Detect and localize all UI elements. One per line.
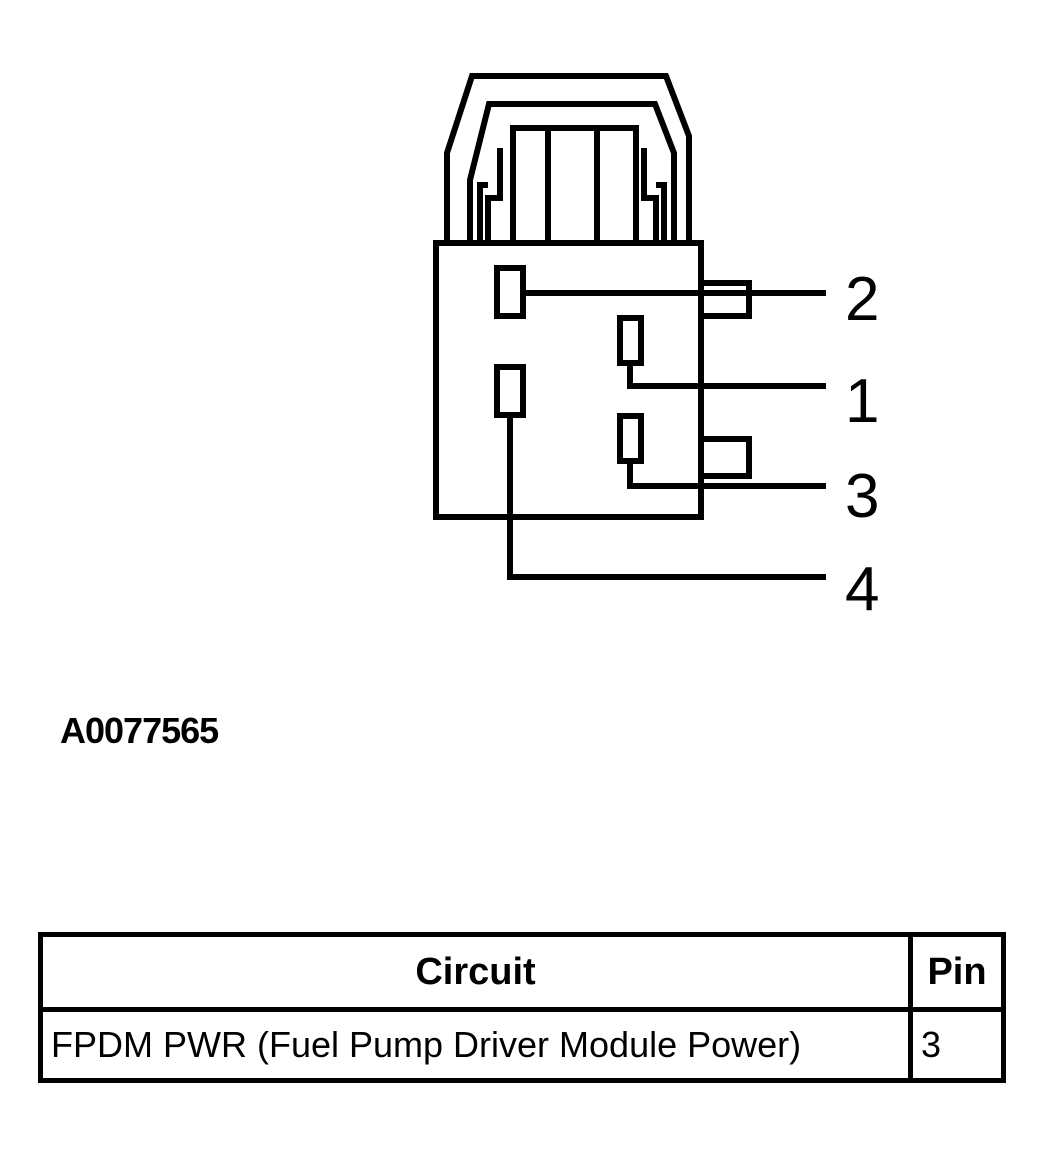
circuit-table: Circuit Pin FPDM PWR (Fuel Pump Driver M…	[38, 932, 1006, 1083]
pin-1-leader	[627, 363, 826, 389]
leader-lines	[507, 290, 826, 580]
pin-cavities	[494, 265, 644, 464]
pin-1-cavity	[617, 315, 644, 366]
pin-2-cavity	[494, 265, 526, 319]
pin-4-leader	[507, 415, 826, 580]
pin-3-cavity	[617, 413, 644, 464]
circuit-header: Circuit	[38, 932, 913, 1012]
table-row: FPDM PWR (Fuel Pump Driver Module Power)…	[38, 1007, 1006, 1083]
connector-diagram: 2 1 3 4	[433, 73, 879, 624]
pin-label-1: 1	[845, 367, 879, 436]
table-header-row: Circuit Pin	[38, 932, 1006, 1012]
pin-label-2: 2	[845, 265, 879, 334]
pin-4-cavity	[494, 364, 526, 418]
pin-labels: 2 1 3 4	[845, 265, 879, 624]
figure-id: A0077565	[60, 710, 219, 751]
connector-outline	[433, 73, 752, 520]
pin-3-leader	[627, 461, 826, 489]
pin-header: Pin	[908, 932, 1006, 1012]
circuit-cell: FPDM PWR (Fuel Pump Driver Module Power)	[38, 1007, 913, 1083]
pin-cell: 3	[908, 1007, 1006, 1083]
pin-label-3: 3	[845, 462, 879, 531]
pin-label-4: 4	[845, 555, 879, 624]
